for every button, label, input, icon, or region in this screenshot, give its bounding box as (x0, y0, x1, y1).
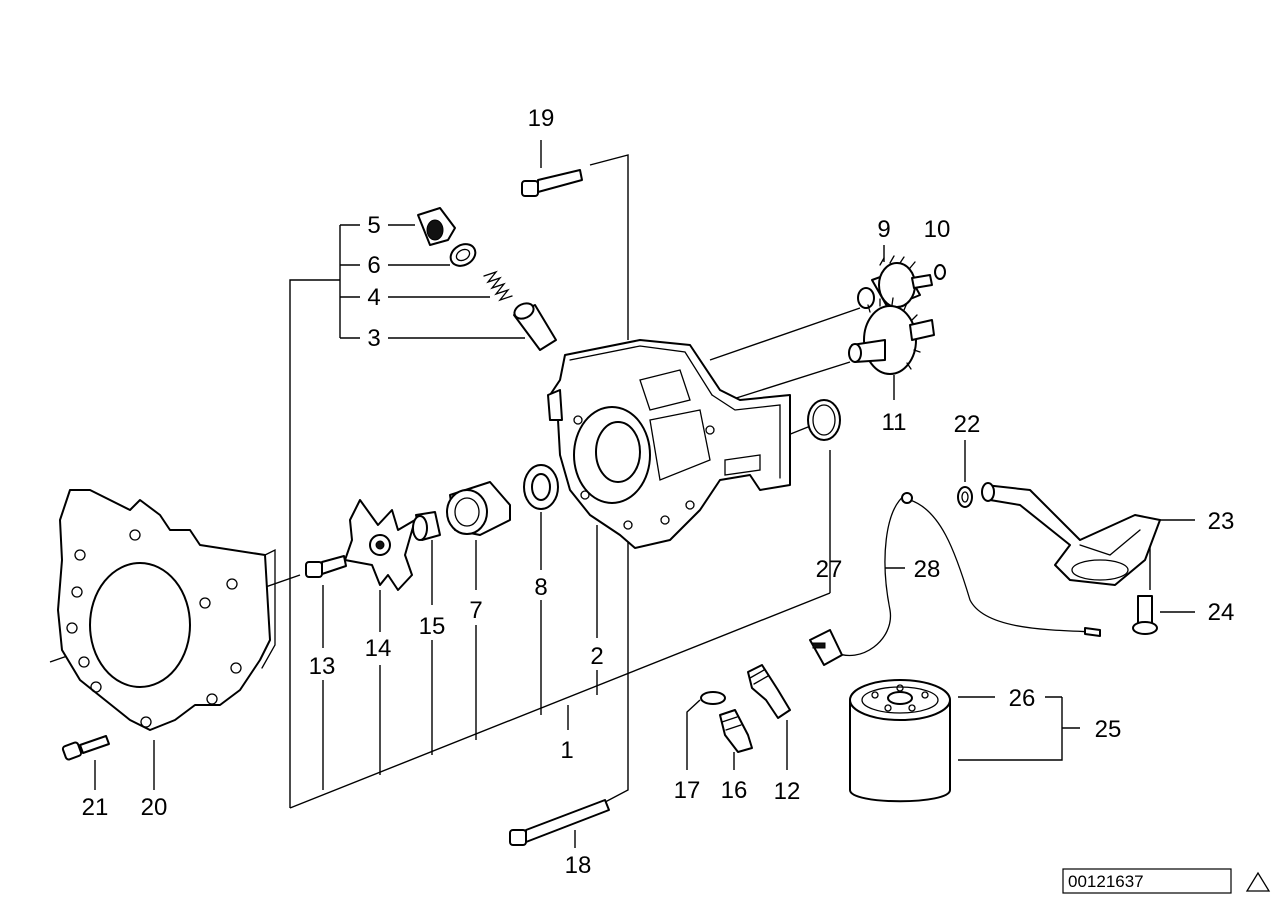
diagram-code: 00121637 (1068, 872, 1144, 891)
callout-7: 7 (469, 597, 482, 624)
callout-18: 18 (565, 852, 592, 879)
callout-5: 5 (367, 212, 380, 239)
callout-15: 15 (419, 613, 446, 640)
valve-plug-5 (417, 207, 456, 246)
callout-20: 20 (141, 794, 168, 821)
suction-pipe-23 (981, 482, 1161, 586)
callout-26: 26 (1009, 685, 1036, 712)
gear-11 (848, 297, 935, 375)
seal-ring-17 (700, 691, 726, 705)
bolt-18 (509, 799, 610, 846)
callout-24: 24 (1208, 599, 1235, 626)
assembly-baseline (289, 592, 831, 809)
callout-10: 10 (924, 216, 951, 243)
callout-labels: 1 2 3 4 5 6 7 8 9 10 11 12 13 14 15 16 1… (82, 105, 1235, 879)
impeller (344, 499, 416, 591)
callout-3: 3 (367, 325, 380, 352)
leader-lines (49, 140, 1195, 848)
spring-4 (483, 270, 513, 302)
callout-22: 22 (954, 411, 981, 438)
callout-12: 12 (774, 778, 801, 805)
cap-7 (446, 481, 511, 536)
seal-8 (523, 464, 559, 510)
callout-9: 9 (877, 216, 890, 243)
callout-4: 4 (367, 284, 380, 311)
callout-19: 19 (528, 105, 555, 132)
circlip-10 (934, 264, 946, 280)
ring-6 (449, 243, 477, 267)
bolt-19 (521, 169, 583, 197)
piston-3 (513, 302, 557, 351)
callout-23: 23 (1208, 508, 1235, 535)
switch-12 (747, 664, 791, 719)
o-ring-27 (807, 399, 841, 441)
callout-8: 8 (534, 574, 547, 601)
callout-14: 14 (365, 635, 392, 662)
callout-25: 25 (1095, 716, 1122, 743)
washer-22 (957, 486, 973, 508)
callout-28: 28 (914, 556, 941, 583)
bolt-13 (305, 555, 347, 578)
warning-triangle-icon (1245, 871, 1271, 892)
diagram-code-box: 00121637 (1062, 868, 1232, 894)
oil-filter-25 (849, 679, 951, 803)
gasket-plate (57, 489, 276, 731)
callout-16: 16 (721, 777, 748, 804)
callout-17: 17 (674, 777, 701, 804)
gear-9 (857, 255, 933, 309)
bolt-21 (61, 735, 110, 761)
callout-11: 11 (882, 409, 907, 436)
bush-15 (412, 511, 441, 541)
plug-16 (719, 709, 753, 753)
callout-2: 2 (590, 643, 603, 670)
callout-1: 1 (560, 737, 573, 764)
callout-6: 6 (367, 252, 380, 279)
pump-housing (547, 339, 791, 549)
callout-21: 21 (82, 794, 109, 821)
callout-13: 13 (309, 653, 336, 680)
bolt-24 (1132, 595, 1158, 635)
callout-27: 27 (816, 556, 843, 583)
sensor-cable-28 (809, 492, 1101, 666)
